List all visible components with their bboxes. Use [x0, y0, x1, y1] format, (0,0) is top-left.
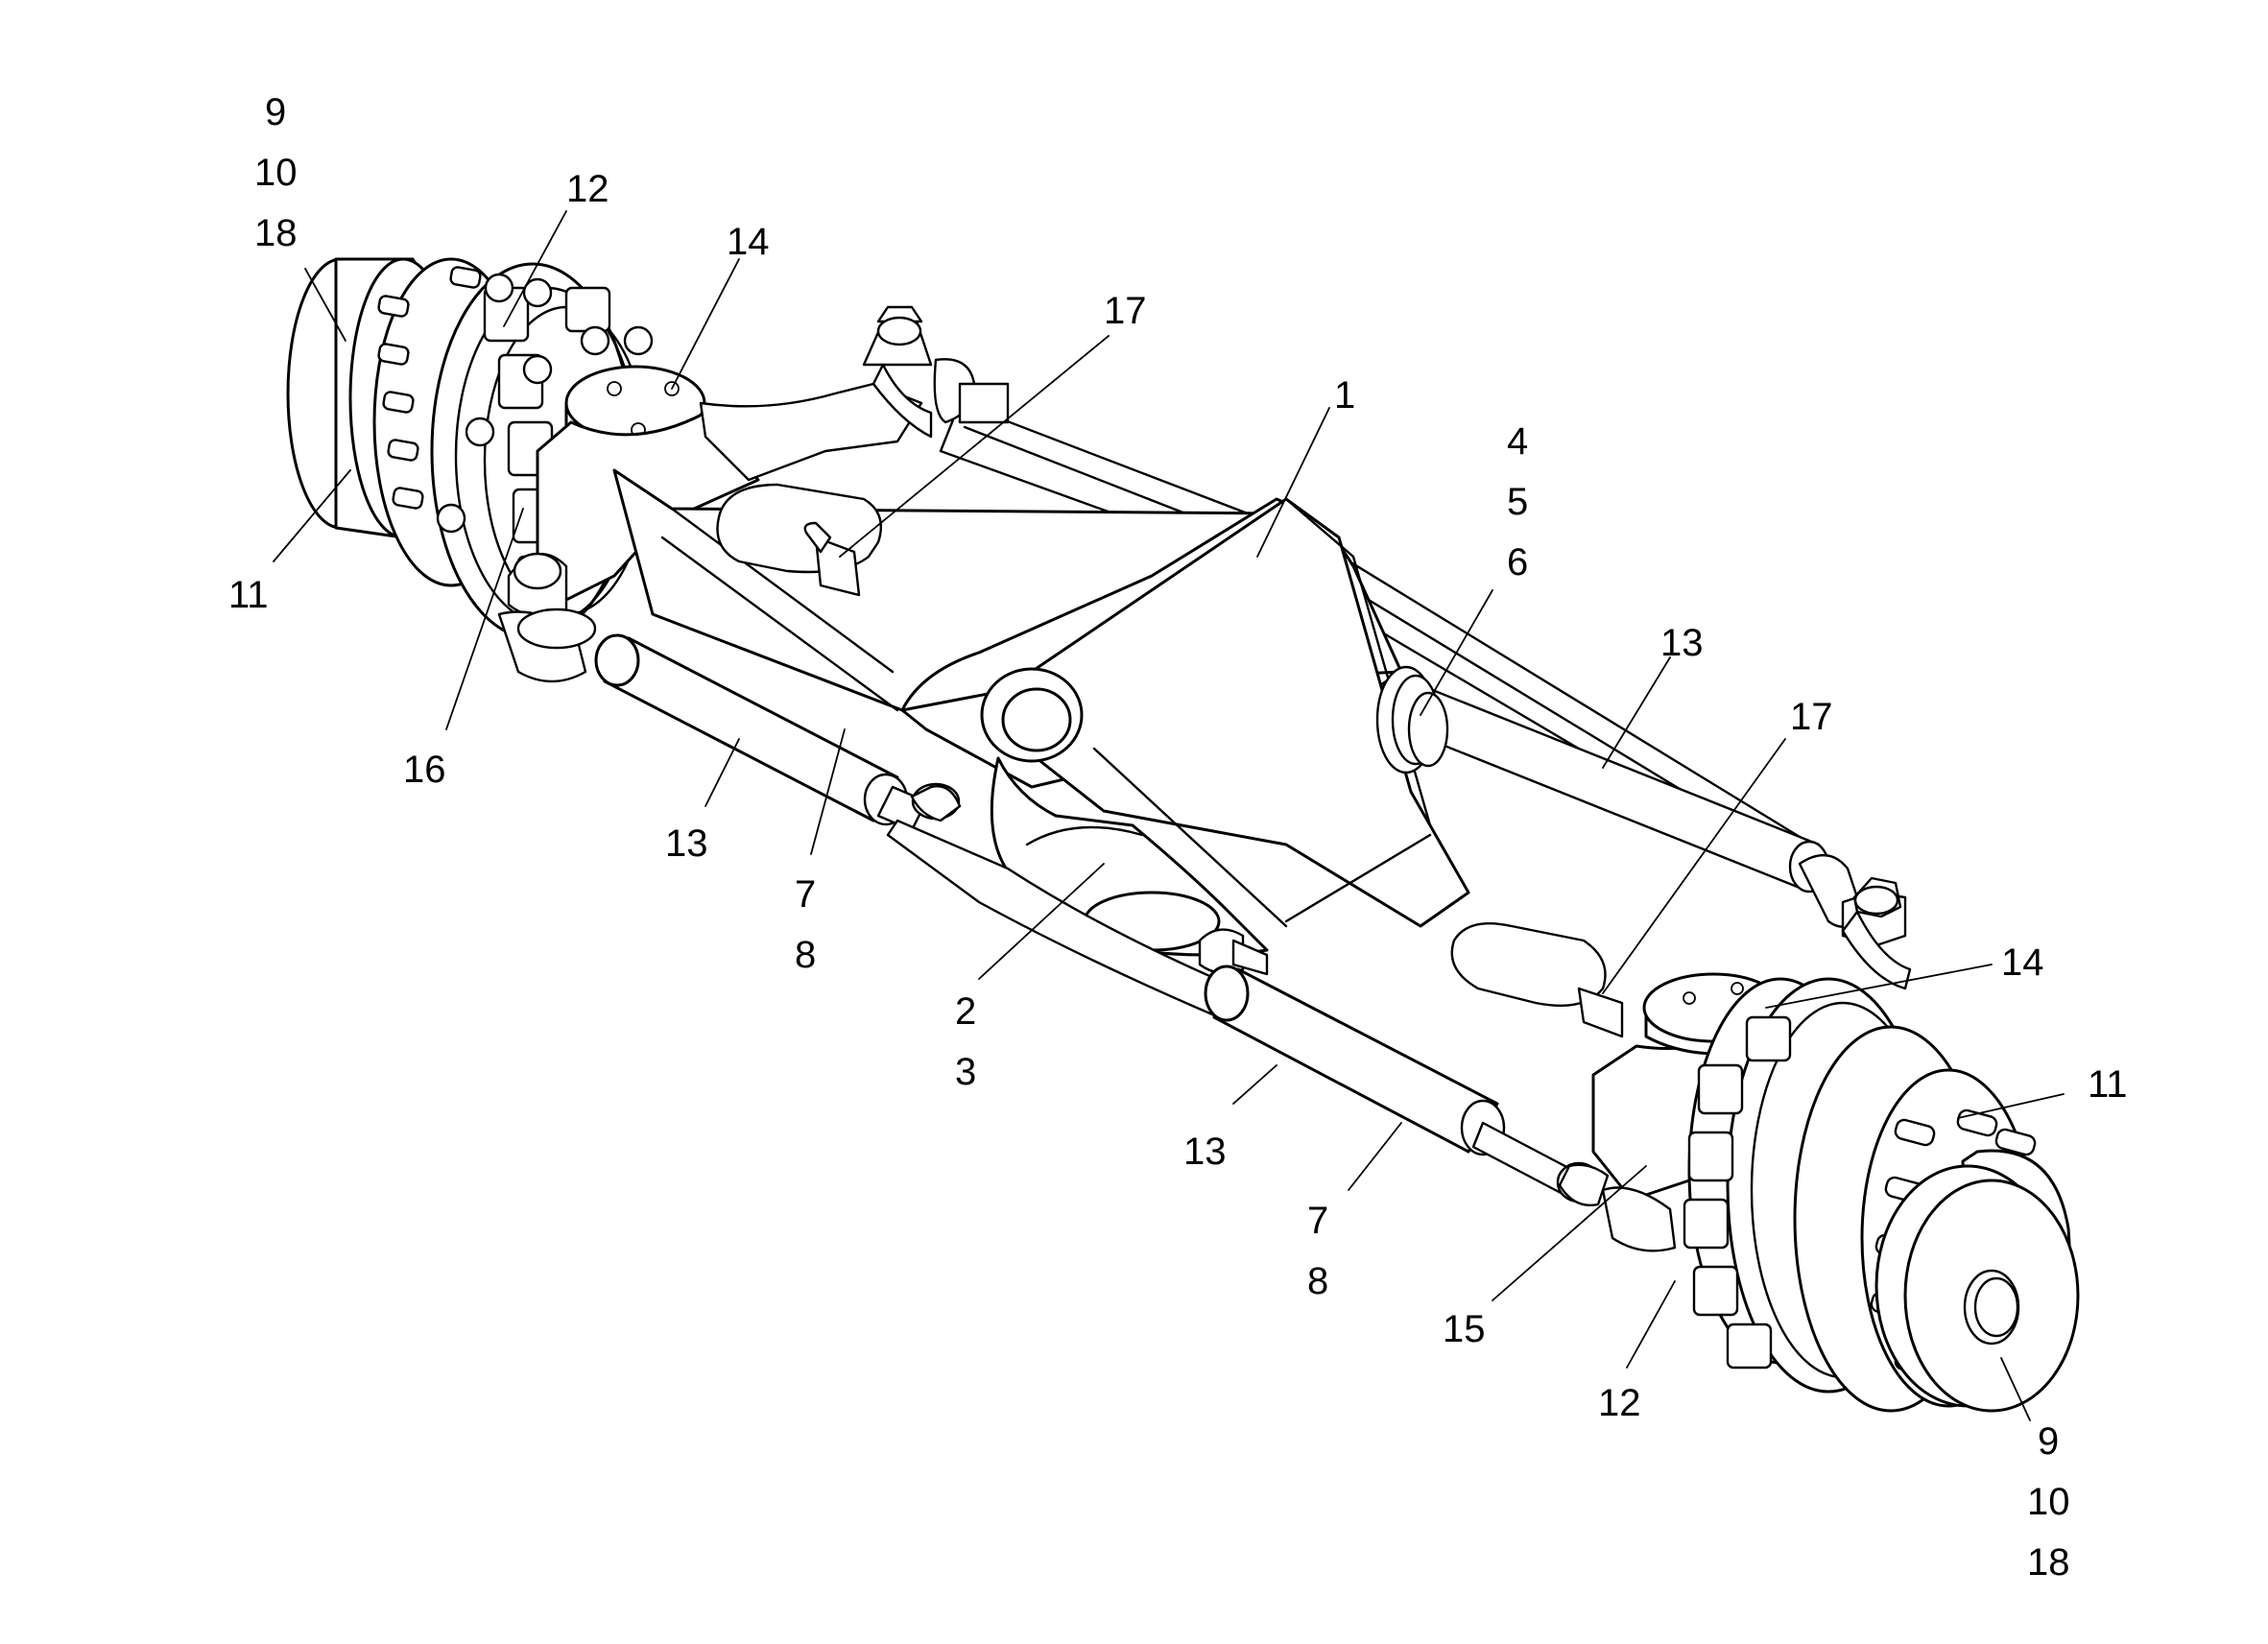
callout-16: 16 — [403, 749, 446, 791]
callout-17-top: 17 — [1104, 290, 1147, 332]
leader-16 — [445, 508, 524, 730]
callout-8-bottom: 8 — [1307, 1260, 1328, 1302]
leader-9-bottom — [2000, 1357, 2031, 1421]
right-steering-cylinder — [1204, 965, 1610, 1206]
leader-14-right — [1765, 964, 1993, 1009]
callout-4: 4 — [1507, 420, 1528, 463]
callout-13-right: 13 — [1660, 622, 1704, 664]
rear-right-tie-rod-end — [1798, 854, 1912, 990]
callout-7-left: 7 — [795, 873, 816, 916]
callout-17-right: 17 — [1790, 696, 1833, 738]
leader-13-left — [704, 738, 740, 807]
rear-differential-seal — [1375, 665, 1449, 774]
callout-10-bottom: 10 — [2027, 1481, 2070, 1523]
leader-7-bottom — [1348, 1122, 1402, 1191]
callout-11-right: 11 — [2088, 1063, 2128, 1106]
leader-1 — [1256, 407, 1330, 558]
leader-14-top — [671, 258, 740, 390]
callout-12-bottom: 12 — [1598, 1382, 1641, 1424]
leader-11-right — [1957, 1093, 2065, 1119]
leader-9-top — [304, 268, 346, 342]
callout-14-top: 14 — [727, 221, 770, 263]
callout-9-top: 9 — [265, 91, 286, 133]
leader-12-top — [503, 210, 567, 327]
callout-3: 3 — [955, 1051, 976, 1093]
left-hub-wheel-studs — [377, 266, 482, 510]
callout-labels: 9 10 18 12 14 17 1 4 5 6 11 13 17 16 13 … — [228, 91, 2128, 1584]
callout-13-bottom: 13 — [1183, 1131, 1227, 1173]
left-steering-cylinder — [594, 633, 962, 832]
leader-11-left — [273, 469, 351, 562]
leader-13-right — [1602, 656, 1671, 769]
differential-pivot-housing — [980, 497, 1470, 928]
leader-7-left — [810, 728, 846, 855]
callout-18-bottom: 18 — [2027, 1541, 2070, 1584]
left-drain-plug — [716, 483, 883, 597]
right-drain-plug — [1450, 922, 1624, 1038]
callout-2: 2 — [955, 990, 976, 1033]
leader-15 — [1492, 1165, 1647, 1301]
callout-13-left: 13 — [665, 822, 708, 865]
callout-12-top: 12 — [566, 168, 609, 210]
callout-10-top: 10 — [254, 152, 298, 194]
left-hub-bolts — [436, 273, 654, 534]
leader-lines — [273, 210, 2065, 1421]
leader-12-bottom — [1626, 1280, 1676, 1369]
callout-11-left: 11 — [228, 574, 269, 616]
callout-9-bottom: 9 — [2038, 1420, 2059, 1463]
callout-1: 1 — [1334, 374, 1355, 417]
left-steering-arm — [699, 305, 1010, 482]
callout-18-top: 18 — [254, 212, 298, 254]
callout-15: 15 — [1443, 1308, 1486, 1350]
right-hub-lugs — [1683, 1015, 1792, 1370]
leader-2 — [978, 863, 1105, 980]
callout-8-left: 8 — [795, 934, 816, 976]
leader-6 — [1420, 589, 1493, 716]
callout-5: 5 — [1507, 481, 1528, 523]
leader-13-bottom — [1232, 1064, 1277, 1105]
leader-17-top — [839, 335, 1110, 558]
right-wheel-hub — [1683, 977, 2080, 1413]
leader-17-right — [1602, 738, 1786, 994]
callout-14-right: 14 — [2001, 941, 2044, 984]
callout-7-bottom: 7 — [1307, 1200, 1328, 1242]
callout-6: 6 — [1507, 541, 1528, 584]
